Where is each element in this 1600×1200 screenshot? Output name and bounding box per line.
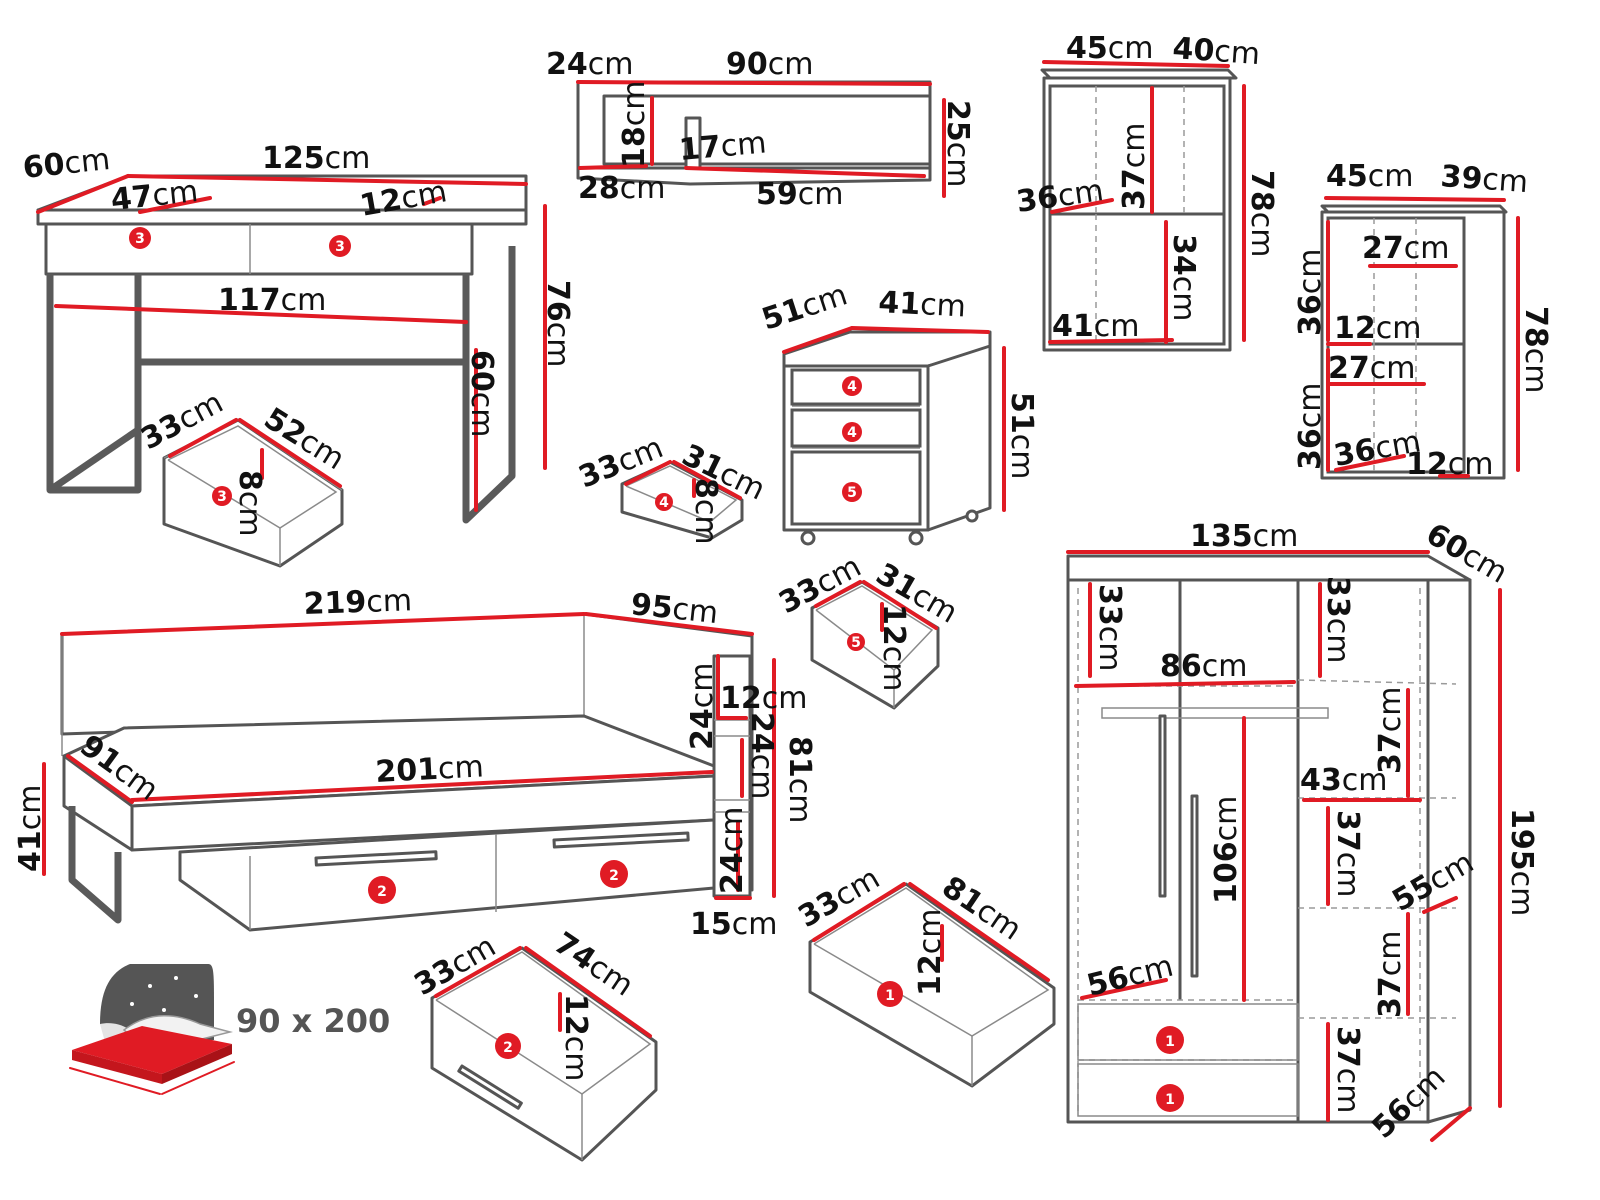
wall-cabinet-b-depth-label: 45cm (1326, 159, 1413, 194)
wall-cabinet-a-height-label: 78cm (1244, 170, 1279, 257)
wardrobe-shelf-c-label: 37cm (1373, 931, 1408, 1018)
wall-shelf-bottom-depth-label: 28cm (578, 171, 665, 206)
pedestal-drawer-badge: 5 (842, 482, 862, 502)
wardrobe-shelf-b-label: 37cm (1330, 810, 1365, 897)
wall-cabinet-a-lower-label: 34cm (1166, 234, 1201, 321)
wardrobe-drawer-detail: 1 33cm 81cm 12cm (793, 861, 1056, 1088)
pedestal-height-label: 51cm (1004, 392, 1039, 479)
svg-text:2: 2 (377, 884, 387, 900)
pedestal-depth-label: 51cm (758, 277, 852, 337)
pedestal-small-drawer-detail: 4 33cm 31cm 8cm (574, 430, 771, 544)
wardrobe-drawer-badge: 1 (1156, 1026, 1184, 1054)
wardrobe-drawer-detail-badge: 1 (885, 988, 895, 1004)
desk-drawer-height-label: 8cm (232, 470, 267, 537)
wall-cabinet-b-gap-a-label: 12cm (1334, 311, 1421, 346)
pedestal-large-drawer-height-label: 12cm (876, 604, 911, 691)
wall-shelf-compartment-label: 18cm (617, 81, 652, 168)
bed-back-height-label: 81cm (782, 736, 817, 823)
wardrobe-shelf-d-label: 37cm (1330, 1026, 1365, 1113)
bed-shelf-gap-label: 12cm (720, 681, 807, 716)
wall-cabinet-b-lower-label: 36cm (1293, 383, 1328, 470)
svg-text:1: 1 (1165, 1092, 1175, 1108)
bed-side-depth-label: 95cm (629, 587, 720, 631)
desk-width-label: 125cm (262, 141, 370, 176)
bed-drawer-detail: 2 33cm 74cm 12cm (409, 926, 658, 1162)
desk-gap-label: 12cm (357, 174, 449, 224)
desk-drawer-badge: 3 (129, 227, 151, 249)
wall-cabinet-b-upper-label: 36cm (1293, 249, 1328, 336)
bed-drawer-badge: 2 (600, 860, 628, 888)
wall-cabinet-a-inner-width-label: 41cm (1052, 309, 1139, 344)
bed-drawer-badge: 2 (368, 876, 396, 904)
svg-text:3: 3 (135, 231, 145, 247)
pedestal-drawer-badge: 4 (842, 376, 862, 396)
wall-cabinet-a: 45cm 40cm 37cm 36cm 34cm 41cm 78cm (1014, 31, 1279, 352)
wardrobe-height-label: 195cm (1504, 808, 1539, 916)
wall-cabinet-b-gap-b-label: 12cm (1406, 447, 1493, 482)
mattress-size-label: 90 x 200 (236, 1002, 390, 1040)
pedestal-large-drawer-badge: 5 (851, 635, 861, 651)
wardrobe-shelf-a-label: 37cm (1373, 687, 1408, 774)
wall-shelf-divider-label: 17cm (678, 125, 768, 167)
pedestal-drawer-badge: 4 (842, 422, 862, 442)
bed-shelf-b-label: 24cm (744, 712, 779, 799)
wardrobe-shelf-width-label: 43cm (1300, 763, 1387, 798)
wardrobe: 1 1 135cm 60cm 33cm 33cm 86cm 106cm 43cm… (1066, 517, 1539, 1146)
svg-text:3: 3 (335, 239, 345, 255)
pedestal-width-label: 41cm (878, 285, 967, 325)
wall-cabinet-b-shelf-depth-label: 36cm (1331, 424, 1423, 474)
wall-cabinet-b: 45cm 39cm 27cm 36cm 12cm 27cm 36cm 36cm … (1293, 159, 1553, 482)
wardrobe-top-right-label: 33cm (1320, 576, 1355, 663)
wall-cabinet-b-shelf-b-label: 27cm (1328, 351, 1415, 386)
wall-cabinet-a-shelf-depth-label: 36cm (1014, 173, 1105, 220)
wardrobe-drawer-height-label: 12cm (913, 909, 948, 996)
pedestal-small-drawer-height-label: 8cm (688, 478, 723, 545)
bed-length-label: 219cm (303, 583, 412, 622)
wall-shelf-bottom-width-label: 59cm (756, 177, 843, 212)
bed-inner-length-label: 201cm (375, 749, 485, 790)
desk-inner-width-label: 117cm (218, 283, 326, 318)
bed-height-label: 41cm (13, 785, 48, 872)
svg-text:1: 1 (1165, 1034, 1175, 1050)
desk-height-label: 76cm (540, 280, 575, 367)
wall-cabinet-b-shelf-a-label: 27cm (1362, 231, 1449, 266)
desk-drawer-detail: 3 33cm 52cm 8cm (135, 385, 350, 568)
bed: 2 2 219cm 95cm 91cm 201cm 41cm 24cm 12cm… (13, 583, 817, 942)
wall-cabinet-a-upper-label: 37cm (1117, 123, 1152, 210)
wall-cabinet-b-width-label: 39cm (1439, 159, 1529, 200)
svg-text:4: 4 (847, 379, 857, 395)
wardrobe-top-left-label: 33cm (1092, 584, 1127, 671)
wall-cabinet-a-width-label: 40cm (1171, 31, 1261, 72)
wardrobe-width-label: 135cm (1190, 519, 1298, 554)
desk-drawer-badge: 3 (329, 235, 351, 257)
mattress-size-icon (69, 964, 235, 1095)
desk: 3 3 60cm 125cm 47cm 12cm 117cm 76cm 60cm (21, 141, 575, 524)
wall-cabinet-a-depth-label: 45cm (1066, 31, 1153, 66)
pedestal: 4 4 5 51cm 41cm 51cm (758, 277, 1039, 546)
bed-shelf-c-label: 24cm (715, 807, 750, 894)
wall-shelf-depth-label: 24cm (546, 47, 633, 82)
wall-cabinet-b-height-label: 78cm (1518, 306, 1553, 393)
bed-drawer-detail-badge: 2 (503, 1040, 513, 1056)
wardrobe-hanging-width-label: 86cm (1160, 649, 1247, 684)
svg-text:5: 5 (847, 485, 857, 501)
wall-shelf: 24cm 90cm 25cm 18cm 28cm 17cm 59cm (546, 47, 975, 212)
svg-text:2: 2 (609, 868, 619, 884)
desk-leg-height-label: 60cm (464, 350, 499, 437)
wall-shelf-height-label: 25cm (940, 100, 975, 187)
desk-depth-label: 60cm (21, 142, 112, 186)
desk-drawer-detail-badge: 3 (217, 489, 227, 505)
wall-shelf-width-label: 90cm (726, 47, 813, 82)
bed-shelf-a-label: 24cm (685, 663, 720, 750)
bed-shelf-depth-label: 15cm (690, 907, 777, 942)
svg-text:4: 4 (847, 425, 857, 441)
bed-drawer-height-label: 12cm (558, 994, 593, 1081)
wardrobe-drawer-badge: 1 (1156, 1084, 1184, 1112)
wardrobe-hanging-height-label: 106cm (1209, 796, 1244, 904)
desk-drawer-width-label: 47cm (109, 174, 200, 218)
pedestal-small-drawer-badge: 4 (659, 495, 669, 511)
